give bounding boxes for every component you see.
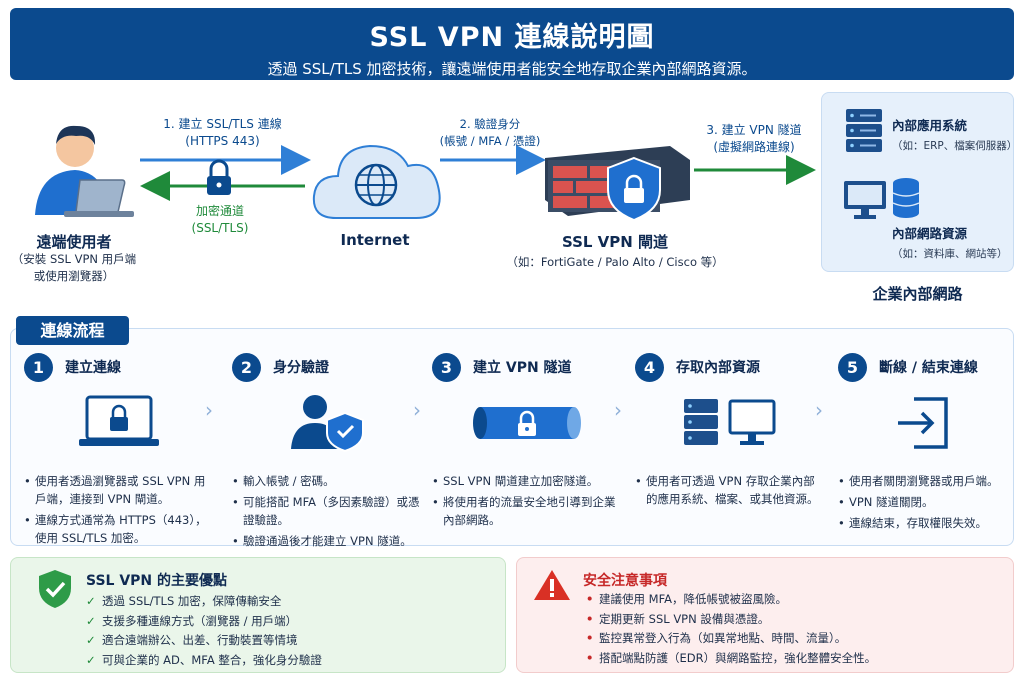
tunnel-line1: 加密通道 <box>195 204 244 218</box>
step-number: 2 <box>232 352 261 382</box>
step-bullet: 使用者透過瀏覽器或 SSL VPN 用戶端，連接到 VPN 閘道。 <box>24 472 214 508</box>
arrow1-line1: 1. 建立 SSL/TLS 連線 <box>163 117 282 131</box>
corp-app: 內部應用系統 （如：ERP、檔案伺服器） <box>892 115 1018 153</box>
step-bullet: 連線方式通常為 HTTPS（443），使用 SSL/TLS 加密。 <box>24 511 214 547</box>
arrow2-line1: 2. 驗證身分 <box>459 117 521 131</box>
step-bullet: 使用者關閉瀏覽器或用戶端。 <box>838 472 1010 490</box>
flow-step-5: 5 斷線 / 結束連線 使用者關閉瀏覽器或用戶端。 VPN 隧道關閉。 連線結束… <box>838 350 1010 535</box>
warning-icon <box>534 570 570 600</box>
step-number: 4 <box>635 352 664 382</box>
monitor-database-icon <box>844 178 920 219</box>
step-title: 身分驗證 <box>273 360 329 376</box>
chevron-right-icon: › <box>205 398 213 422</box>
arrow1-label: 1. 建立 SSL/TLS 連線 (HTTPS 443) <box>140 116 305 150</box>
security-note-item: 監控異常登入行為（如異常地點、時間、流量）。 <box>583 629 876 649</box>
remote-user-icon <box>35 125 134 217</box>
arrow1-line2: (HTTPS 443) <box>185 134 260 148</box>
user-sub1: （安裝 SSL VPN 用戶端 <box>11 252 137 266</box>
security-note-item: 建議使用 MFA，降低帳號被盜風險。 <box>583 590 876 610</box>
user-sub2: 或使用瀏覽器） <box>33 269 115 283</box>
padlock-icon <box>207 159 231 195</box>
advantage-item: 透過 SSL/TLS 加密，保障傳輸安全 <box>86 592 322 612</box>
advantages-panel: SSL VPN 的主要優點 透過 SSL/TLS 加密，保障傳輸安全 支援多種連… <box>10 557 506 673</box>
step-bullet: 輸入帳號 / 密碼。 <box>232 472 422 490</box>
internet-title: Internet <box>340 231 410 249</box>
step-bullet: 將使用者的流量安全地引導到企業內部網路。 <box>432 493 622 529</box>
flow-step-2: 2 身分驗證 輸入帳號 / 密碼。 可能搭配 MFA（多因素驗證）或憑證驗證。 … <box>232 350 422 553</box>
corp-app-title: 內部應用系統 <box>892 118 968 133</box>
corporate-network-box: 內部應用系統 （如：ERP、檔案伺服器） 內部網路資源 （如：資料庫、網站等） <box>821 92 1018 272</box>
step-bullet: SSL VPN 閘道建立加密隧道。 <box>432 472 622 490</box>
step-number: 1 <box>24 352 53 382</box>
advantage-item: 可與企業的 AD、MFA 整合，強化身分驗證 <box>86 651 322 671</box>
corp-network-label: 企業內部網路 <box>872 285 963 303</box>
step-title: 建立連線 <box>65 360 121 376</box>
user-sub: （安裝 SSL VPN 用戶端 或使用瀏覽器） <box>4 251 144 285</box>
flow-tag: 連線流程 <box>16 316 129 345</box>
step-bullet: 可能搭配 MFA（多因素驗證）或憑證驗證。 <box>232 493 422 529</box>
internet-cloud-icon <box>312 144 441 219</box>
flow-step-1: 1 建立連線 使用者透過瀏覽器或 SSL VPN 用戶端，連接到 VPN 閘道。… <box>24 350 214 550</box>
user-title: 遠端使用者 <box>36 233 112 251</box>
security-notes-title: 安全注意事項 <box>583 573 667 589</box>
advantages-title: SSL VPN 的主要優點 <box>86 573 228 589</box>
server-rack-icon <box>846 109 882 152</box>
arrow3-line1: 3. 建立 VPN 隧道 <box>706 123 802 137</box>
security-notes-list: 建議使用 MFA，降低帳號被盜風險。 定期更新 SSL VPN 設備與憑證。 監… <box>583 590 876 668</box>
page-title: SSL VPN 連線說明圖 <box>369 22 655 53</box>
chevron-right-icon: › <box>815 398 823 422</box>
tunnel-line2: (SSL/TLS) <box>191 221 249 235</box>
step-bullets: 使用者可透過 VPN 存取企業內部的應用系統、檔案、或其他資源。 <box>635 472 825 508</box>
advantage-item: 適合遠端辦公、出差、行動裝置等情境 <box>86 631 322 651</box>
connection-diagram <box>35 125 816 222</box>
step-bullets: 使用者關閉瀏覽器或用戶端。 VPN 隧道關閉。 連線結束，存取權限失效。 <box>838 472 1010 532</box>
step-number: 5 <box>838 352 867 382</box>
step-bullets: SSL VPN 閘道建立加密隧道。 將使用者的流量安全地引導到企業內部網路。 <box>432 472 622 529</box>
security-notes-panel: 安全注意事項 建議使用 MFA，降低帳號被盜風險。 定期更新 SSL VPN 設… <box>516 557 1014 673</box>
tunnel-lock-icon <box>473 407 581 439</box>
step-bullets: 輸入帳號 / 密碼。 可能搭配 MFA（多因素驗證）或憑證驗證。 驗證通過後才能… <box>232 472 422 550</box>
arrow3-line2: (虛擬網路連線) <box>713 140 795 154</box>
chevron-right-icon: › <box>413 398 421 422</box>
chevron-right-icon: › <box>614 398 622 422</box>
laptop-lock-icon <box>79 395 159 446</box>
server-monitor-icon <box>684 399 776 445</box>
flow-step-3: 3 建立 VPN 隧道 SSL VPN 閘道建立加密隧道。 將使用者的流量安全地… <box>432 350 622 532</box>
user-shield-icon <box>291 395 364 453</box>
page-subtitle: 透過 SSL/TLS 加密技術，讓遠端使用者能安全地存取企業內部網路資源。 <box>267 60 757 78</box>
step-bullet: 驗證通過後才能建立 VPN 隧道。 <box>232 532 422 550</box>
corp-res-sub: （如：資料庫、網站等） <box>892 248 1008 260</box>
corp-app-sub: （如：ERP、檔案伺服器） <box>892 140 1018 152</box>
arrow3-label: 3. 建立 VPN 隧道 (虛擬網路連線) <box>694 122 814 156</box>
security-note-item: 搭配端點防護（EDR）與網路監控，強化整體安全性。 <box>583 649 876 669</box>
tunnel-label: 加密通道 (SSL/TLS) <box>170 203 270 237</box>
step-bullets: 使用者透過瀏覽器或 SSL VPN 用戶端，連接到 VPN 閘道。 連線方式通常… <box>24 472 214 547</box>
corp-res-title: 內部網路資源 <box>892 226 968 241</box>
step-bullet: 使用者可透過 VPN 存取企業內部的應用系統、檔案、或其他資源。 <box>635 472 825 508</box>
arrow2-label: 2. 驗證身分 (帳號 / MFA / 憑證) <box>430 116 550 150</box>
gateway-sub: （如：FortiGate / Palo Alto / Cisco 等） <box>506 255 724 269</box>
arrow2-line2: (帳號 / MFA / 憑證) <box>439 134 541 148</box>
advantage-item: 支援多種連線方式（瀏覽器 / 用戶端） <box>86 612 322 632</box>
step-title: 斷線 / 結束連線 <box>879 360 978 376</box>
security-note-item: 定期更新 SSL VPN 設備與憑證。 <box>583 610 876 630</box>
flow-step-4: 4 存取內部資源 使用者可透過 VPN 存取企業內部的應用系統、檔案、或其他資源… <box>635 350 825 511</box>
step-bullet: 連線結束，存取權限失效。 <box>838 514 1010 532</box>
step-title: 建立 VPN 隧道 <box>473 360 572 376</box>
step-number: 3 <box>432 352 461 382</box>
corp-resource: 內部網路資源 （如：資料庫、網站等） <box>892 223 1008 261</box>
shield-check-icon <box>39 570 71 608</box>
header-banner: SSL VPN 連線說明圖 透過 SSL/TLS 加密技術，讓遠端使用者能安全地… <box>10 8 1014 80</box>
step-bullet: VPN 隧道關閉。 <box>838 493 1010 511</box>
logout-icon <box>898 397 948 449</box>
advantages-list: 透過 SSL/TLS 加密，保障傳輸安全 支援多種連線方式（瀏覽器 / 用戶端）… <box>86 592 322 670</box>
step-title: 存取內部資源 <box>676 360 760 376</box>
gateway-title: SSL VPN 閘道 <box>561 233 669 251</box>
ssl-vpn-gateway-icon <box>545 146 690 222</box>
